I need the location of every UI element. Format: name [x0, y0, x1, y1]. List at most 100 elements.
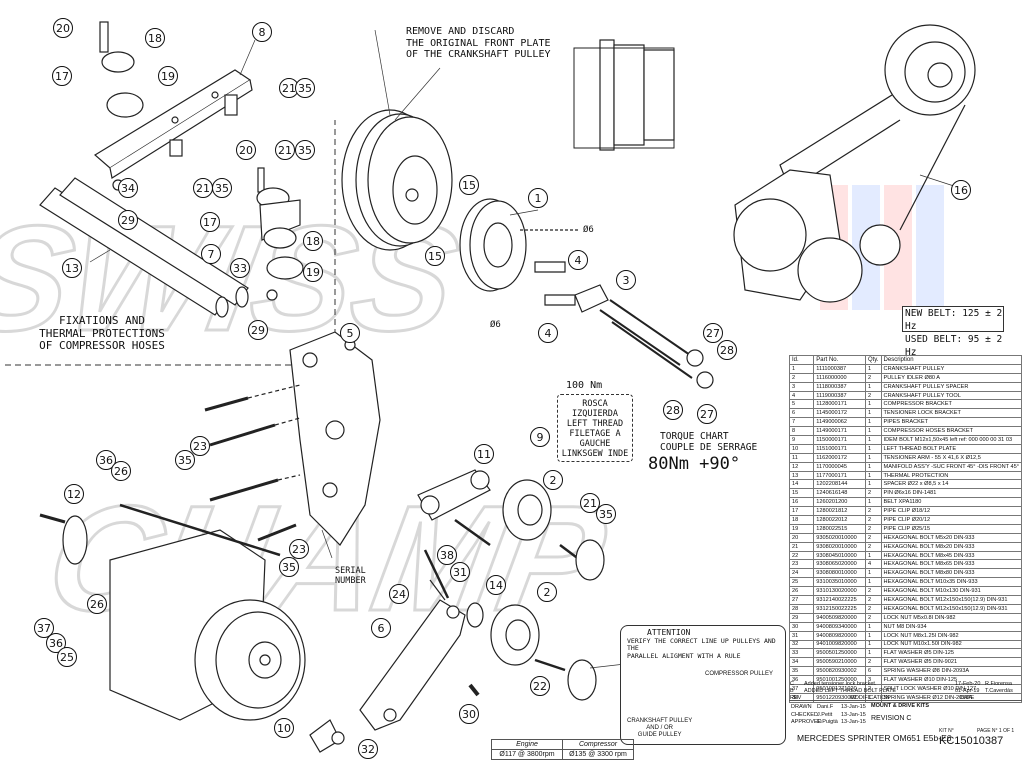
parts-part-no: 1118000387	[813, 381, 866, 392]
parts-id: 29	[788, 612, 815, 623]
parts-description: SPRING WASHER Ø8 DIN-2093A	[880, 666, 1023, 677]
callout-bubble: 11	[474, 444, 494, 464]
pipe-clips-top	[99, 21, 238, 191]
parts-qty: 1	[864, 452, 882, 463]
parts-qty: 1	[864, 630, 882, 641]
remove-plate-line-2: THE ORIGINAL FRONT PLATE	[406, 37, 551, 49]
callout-bubble: 35	[596, 504, 616, 524]
parts-part-no: 1162000172	[813, 452, 866, 463]
rev-b-date: 01-Apr-19	[955, 688, 980, 694]
torque-value: 80Nm +90°	[648, 454, 741, 474]
parts-description: COMPRESSOR BRACKET	[880, 399, 1023, 410]
torque-chart-line-1: TORQUE CHART	[660, 431, 729, 442]
parts-part-no: 9308045010000	[813, 550, 866, 561]
callout-bubble: 18	[303, 231, 323, 251]
rev-b-by: T.Caverdás	[985, 688, 1013, 694]
parts-qty: 1	[864, 363, 882, 374]
parts-part-no: 9308020010000	[813, 541, 866, 552]
parts-qty: 2	[864, 657, 882, 668]
callout-bubble: 2	[543, 470, 563, 490]
diameter-label-2: Ø6	[490, 320, 501, 330]
parts-qty: 1	[864, 461, 882, 472]
parts-qty: 1	[864, 639, 882, 650]
parts-id: 18	[788, 515, 815, 525]
parts-id: 10	[788, 443, 815, 454]
callout-bubble: 7	[201, 244, 221, 264]
callout-bubble: 17	[200, 212, 220, 232]
parts-part-no: 9308065020000	[813, 559, 866, 570]
parts-id: 19	[788, 523, 815, 534]
parts-description: HEXAGONAL BOLT M8x20 DIN-933	[880, 541, 1023, 552]
rev-header-mod: MODIFICATION	[850, 695, 890, 701]
parts-qty: 2	[864, 506, 882, 517]
attention-line-2: PARALLEL ALIGMENT WITH A RULE	[627, 651, 741, 660]
belt-new: NEW BELT: 125 ± 2 Hz	[905, 308, 1003, 332]
torque-chart-note: TORQUE CHART COUPLE DE SERRAGE	[660, 431, 757, 454]
attention-title: ATTENTION	[647, 628, 691, 637]
remove-plate-line-3: OF THE CRANKSHAFT PULLEY	[406, 49, 551, 60]
thread-note-box: ROSCA IZQUIERDA LEFT THREAD FILETAGE A G…	[557, 394, 633, 462]
parts-qty: 1	[864, 399, 882, 410]
thread-line-3: FILETAGE A GAUCHE	[569, 429, 621, 449]
parts-qty: 2	[864, 515, 882, 525]
parts-qty: 1	[864, 648, 882, 659]
parts-qty: 1	[864, 470, 882, 481]
approval-drawn-date: 13-Jan-15	[841, 704, 866, 710]
callout-bubble: 4	[568, 250, 588, 270]
parts-id: 9	[788, 435, 815, 445]
diameter-label-1: Ø6	[583, 225, 594, 235]
parts-description: HEXAGONAL BOLT M12x150x150(12.9) DIN-931	[880, 595, 1023, 605]
parts-part-no: 9400809340000	[813, 621, 866, 632]
thread-line-2: LEFT THREAD	[566, 419, 624, 429]
belt-frequency-box: NEW BELT: 125 ± 2 Hz USED BELT: 95 ± 2 H…	[902, 306, 1004, 358]
rev-b-id: B	[790, 688, 794, 694]
rev-b-text: ADDED LEFT THREAD BOLT PLATE	[804, 688, 897, 694]
parts-id: 31	[788, 630, 815, 641]
rev-c-text: Added tensioner lock bracket.	[804, 681, 877, 687]
parts-qty: 1	[864, 568, 882, 579]
parts-description: FLAT WASHER Ø5 DIN-125	[880, 648, 1023, 659]
parts-part-no: 1260201200	[813, 497, 866, 508]
parts-part-no: 1280022515	[813, 523, 866, 534]
parts-qty: 2	[864, 488, 882, 499]
parts-part-no: 1280022012	[813, 515, 866, 525]
parts-id: 8	[788, 426, 815, 437]
parts-list-header: Id. Part No. Qty. Description	[788, 355, 1023, 365]
parts-description: HEXAGONAL BOLT M8x65 DIN-933	[880, 559, 1023, 570]
callout-bubble: 6	[371, 618, 391, 638]
belt-used: USED BELT: 95 ± 2 Hz	[905, 334, 1003, 358]
parts-id: 30	[788, 621, 815, 632]
parts-qty: 2	[864, 532, 882, 543]
callout-bubble: 8	[252, 22, 272, 42]
callout-bubble: 29	[248, 320, 268, 340]
tensioner-lock-bracket	[359, 549, 480, 731]
parts-part-no: 1202208144	[813, 479, 866, 490]
parts-qty: 2	[864, 586, 882, 597]
parts-qty: 1	[864, 550, 882, 561]
category-label: MOUNT & DRIVE KITS	[871, 703, 930, 709]
torque-100nm: 100 Nm	[566, 380, 603, 391]
parts-description: PIPE CLIP Ø18/12	[880, 506, 1023, 517]
parts-qty: 1	[864, 621, 882, 632]
parts-id: 25	[788, 577, 815, 588]
callout-bubble: 35	[212, 178, 232, 198]
parts-qty: 2	[864, 523, 882, 534]
callout-bubble: 25	[57, 647, 77, 667]
parts-part-no: 1116000000	[813, 372, 866, 383]
parts-description: LOCK NUT M10x1.50I DIN-982	[880, 639, 1023, 650]
approval-approved-date: 13-Jan-15	[841, 719, 866, 725]
